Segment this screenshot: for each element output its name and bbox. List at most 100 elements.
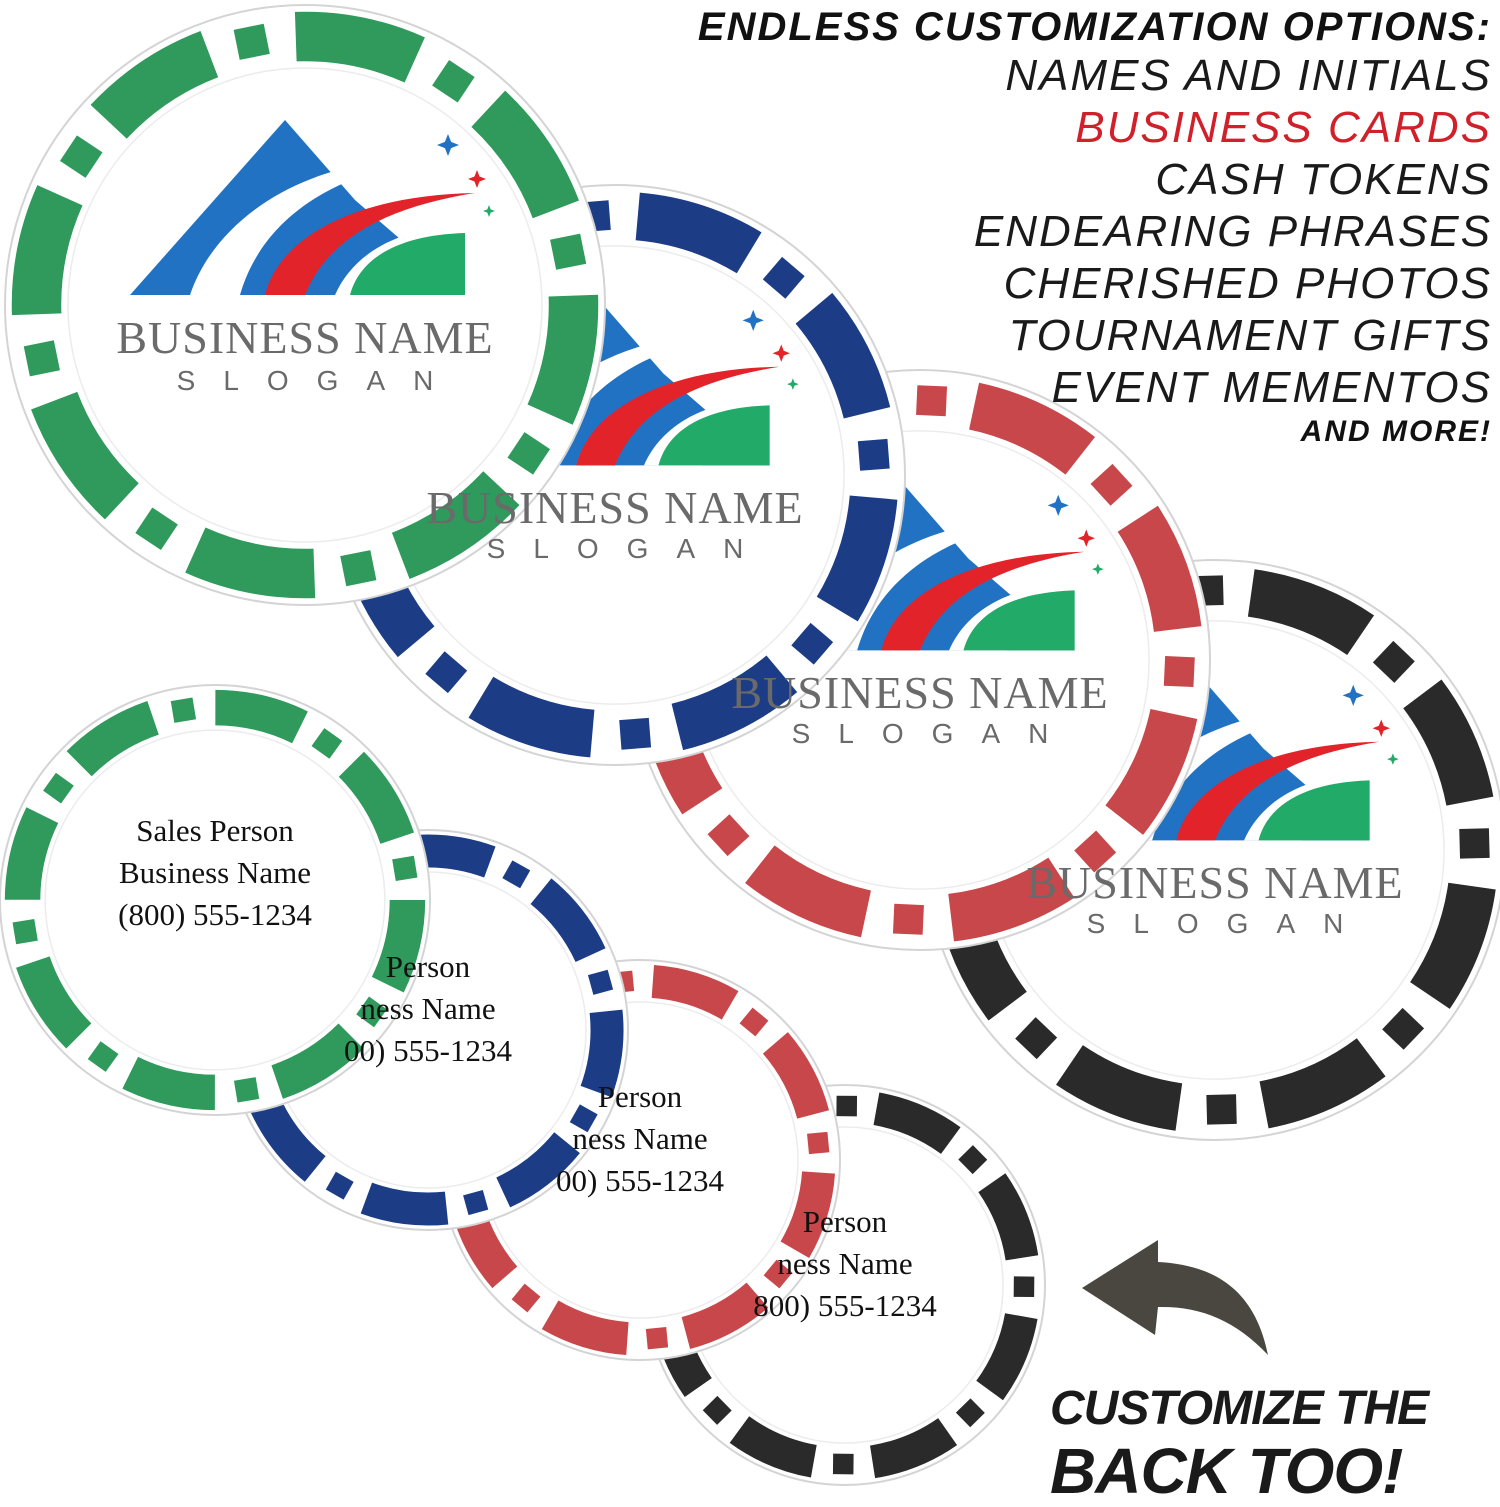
red-front-chip-edge-notch — [1163, 656, 1195, 688]
green-back-chip-edge-notch — [311, 728, 343, 759]
green-front-chip-edge-notch — [135, 507, 178, 551]
black-front-chip-business-name: BUSINESS NAME — [1026, 856, 1404, 908]
black-front-chip-edge-notch — [1459, 828, 1490, 859]
green-front-chip — [4, 4, 606, 606]
blue-back-chip-edge-stripes — [232, 834, 624, 1226]
green-front-chip-edge-notch — [59, 135, 103, 178]
green-back-chip-edge-notch — [43, 772, 74, 804]
sparkle-star-icon — [1372, 719, 1390, 737]
green-front-chip-edge-notch — [432, 59, 475, 103]
customization-options: ENDLESS CUSTOMIZATION OPTIONS: NAMES AND… — [698, 4, 1492, 450]
blue-front-chip-business-name: BUSINESS NAME — [426, 481, 804, 533]
green-front-chip-business-name: BUSINESS NAME — [116, 312, 494, 363]
green-back-chip-edge-notch — [233, 1077, 260, 1103]
green-front-chip-edge-stripes — [11, 11, 599, 599]
options-heading: ENDLESS CUSTOMIZATION OPTIONS: — [697, 5, 1492, 49]
options-more: AND MORE! — [1300, 415, 1492, 448]
green-back-chip-edge-notch — [170, 697, 197, 723]
blue-front-chip-edge-notch — [762, 256, 805, 299]
option-item: ENDEARING PHRASES — [973, 207, 1492, 256]
blue-back-chip-edge-notch — [587, 969, 614, 995]
green-back-chip — [0, 684, 431, 1116]
black-back-chip-edge-stripes — [649, 1089, 1041, 1481]
green-back-chip-face — [44, 729, 386, 1071]
back-callout-line2: BACK TOO! — [1050, 1435, 1403, 1507]
black-front-chip-edge-stripes — [931, 566, 1499, 1134]
red-front-chip-edge-notch — [1090, 463, 1133, 506]
green-back-chip-edge-notch — [87, 1041, 119, 1072]
red-front-chip-business-name: BUSINESS NAME — [731, 666, 1109, 718]
contact-line-2: ness Name — [777, 1246, 913, 1281]
sparkle-star-icon — [483, 205, 495, 217]
red-front-chip-edge-notch — [892, 903, 924, 935]
black-back-chip-edge-notch — [958, 1145, 988, 1175]
black-front-chip-edge-notch — [1206, 1094, 1237, 1125]
green-front-chip-edge-notch — [340, 550, 377, 587]
blue-back-chip-edge-notch — [325, 1171, 354, 1200]
black-back-chip-edge-notch — [702, 1395, 732, 1425]
blue-back-chip-edge-notch — [463, 1189, 489, 1216]
back-callout: CUSTOMIZE THE BACK TOO! — [1050, 1382, 1470, 1507]
green-front-chip-face — [67, 67, 543, 543]
black-back-chip-edge-notch — [836, 1095, 858, 1117]
blue-back-chip-edge-notch — [569, 1104, 598, 1133]
green-back-chip-edge-notch — [356, 996, 387, 1028]
blue-front-chip-edge-notch — [857, 438, 890, 471]
red-front-chip-edge-notch — [916, 385, 948, 417]
red-back-chip-edge-stripes — [444, 964, 836, 1356]
contact-line-3: 00) 555-1234 — [344, 1033, 512, 1068]
green-front-chip-slogan: SLOGAN — [176, 365, 462, 396]
black-front-chip-edge-notch — [1382, 1007, 1425, 1050]
option-item-highlighted: BUSINESS CARDS — [1075, 103, 1492, 152]
sparkle-star-icon — [1342, 684, 1364, 706]
red-front-chip-edge-notch — [1074, 830, 1117, 873]
sparkle-star-icon — [468, 170, 486, 188]
green-back-chip-edge-notch — [392, 855, 418, 882]
green-front-chip-edge-notch — [550, 233, 587, 270]
option-item: CASH TOKENS — [1155, 155, 1492, 204]
blue-front-chip-edge-notch — [791, 622, 834, 665]
green-back-chip-edge-stripes — [4, 689, 426, 1111]
contact-line-1: Sales Person — [136, 812, 294, 848]
red-front-chip-edge-stripes — [636, 376, 1204, 944]
contact-line-1: Person — [802, 1204, 888, 1239]
black-back-chip-edge-notch — [955, 1398, 985, 1428]
option-item: CHERISHED PHOTOS — [1003, 259, 1492, 308]
blue-front-chip-edge-notch — [619, 717, 652, 750]
black-front-chip-edge-notch — [1372, 640, 1415, 683]
option-item: EVENT MEMENTOS — [1051, 363, 1492, 412]
blue-front-chip-edge-notch — [425, 651, 468, 694]
contact-line-3: 800) 555-1234 — [753, 1288, 937, 1323]
red-back-chip-edge-notch — [807, 1131, 830, 1155]
green-front-chip-edge-notch — [23, 340, 60, 377]
option-item: NAMES AND INITIALS — [1005, 51, 1492, 100]
red-front-chip-edge-notch — [707, 814, 750, 857]
blue-front-chip-edge-stripes — [331, 191, 899, 759]
red-front-chip-slogan: SLOGAN — [791, 718, 1077, 749]
blue-front-chip-slogan: SLOGAN — [486, 533, 772, 564]
back-callout-line1: CUSTOMIZE THE — [1050, 1382, 1429, 1435]
contact-line-3: (800) 555-1234 — [118, 896, 312, 932]
green-front-chip-edge-notch — [507, 432, 551, 475]
logo-mountain-icon — [130, 120, 495, 295]
contact-line-1: Person — [385, 949, 471, 984]
curved-arrow-icon — [1082, 1240, 1268, 1355]
red-back-chip-edge-notch — [645, 1327, 669, 1350]
contact-line-2: ness Name — [572, 1121, 708, 1156]
sparkle-star-icon — [742, 309, 764, 331]
black-front-chip-slogan: SLOGAN — [1086, 908, 1372, 939]
sparkle-star-icon — [1387, 753, 1399, 765]
red-back-chip-edge-notch — [511, 1283, 541, 1313]
option-item: TOURNAMENT GIFTS — [1008, 311, 1492, 360]
contact-line-2: Business Name — [118, 854, 311, 890]
black-back-chip-edge-notch — [1013, 1276, 1035, 1298]
green-front-chip-edge-notch — [233, 23, 270, 60]
red-back-chip-edge-notch — [763, 1259, 793, 1289]
black-back-chip-edge-notch — [832, 1453, 854, 1475]
contact-line-1: Person — [597, 1079, 683, 1114]
red-back-chip-edge-notch — [739, 1007, 769, 1037]
sparkle-star-icon — [772, 344, 790, 362]
